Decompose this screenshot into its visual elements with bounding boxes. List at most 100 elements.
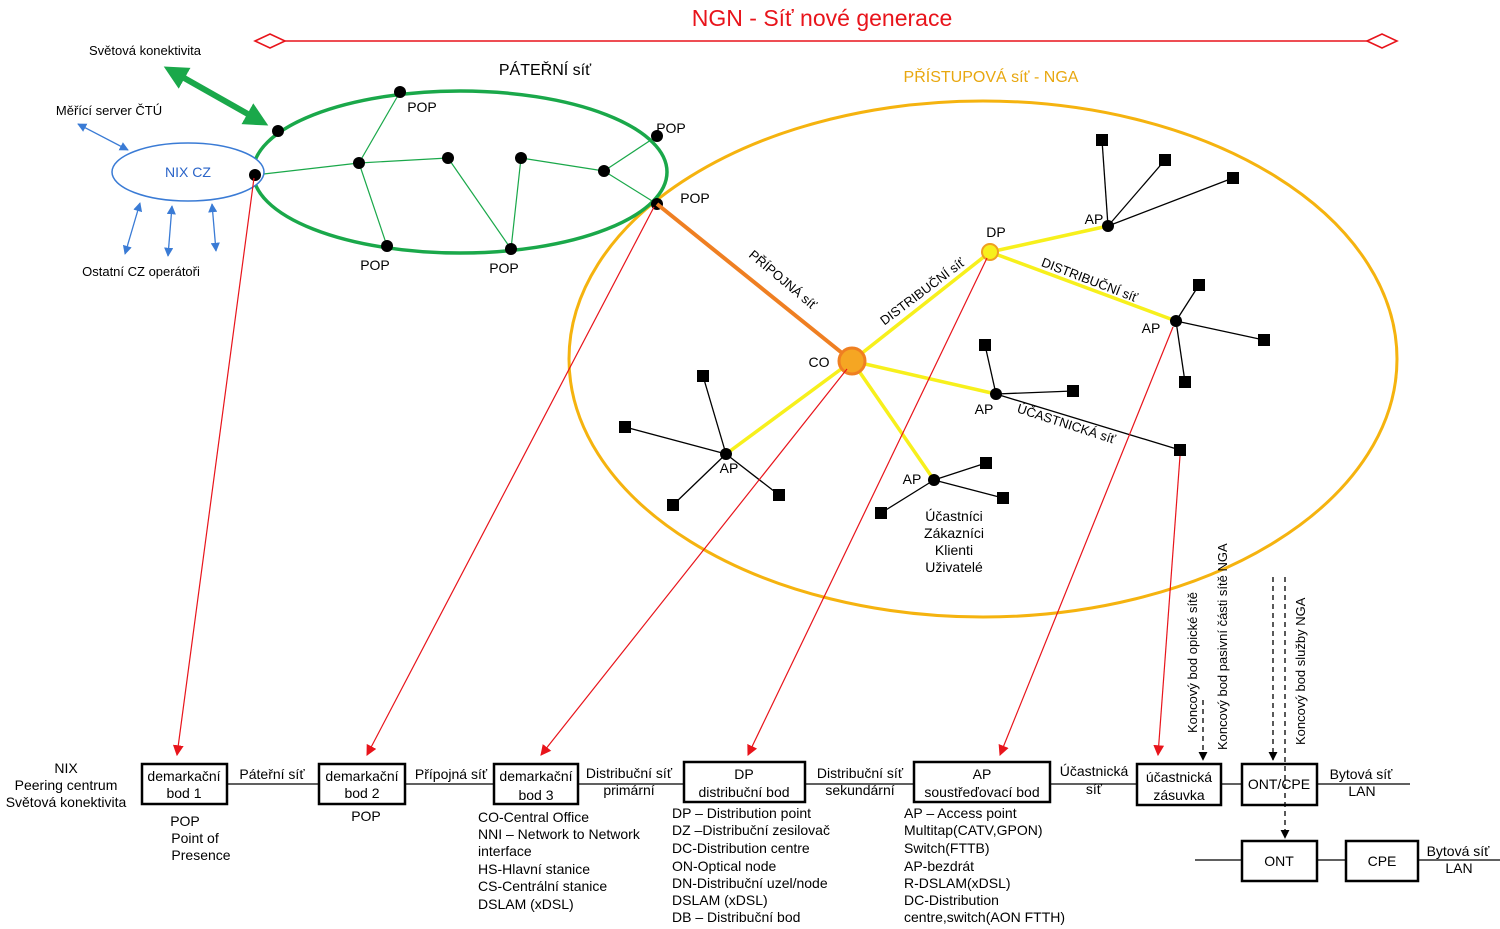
segment-subscriber-label-1: Účastnická xyxy=(1060,763,1129,779)
ap-label-2: AP xyxy=(1142,320,1161,336)
desc-b3-line-6: DSLAM (xDSL) xyxy=(478,896,574,912)
distribution-label-2: DISTRIBUČNÍ síť xyxy=(1039,255,1139,305)
distribution-lines xyxy=(724,224,1177,481)
desc-b1-line-2: Point of xyxy=(171,830,219,846)
backbone-node-core-2 xyxy=(442,152,454,164)
desc-b3: CO-Central Office NNI – Network to Netwo… xyxy=(478,809,641,912)
subscriber-socket-line-2: zásuvka xyxy=(1153,787,1205,803)
desc-dp-line-7: DB – Distribuční bod xyxy=(672,909,800,925)
ap-label-1: AP xyxy=(1085,211,1104,227)
demarcation-box-2 xyxy=(317,762,407,806)
backbone-node-world xyxy=(272,125,284,137)
nix-cz-ellipse xyxy=(111,142,265,202)
desc-b3-line-5: CS-Centrální stanice xyxy=(478,878,607,894)
desc-dp-line-4: ON-Optical node xyxy=(672,858,776,874)
desc-dp-line-2: DZ –Distribuční zesilovač xyxy=(672,822,830,838)
backbone-node-core-3 xyxy=(515,152,527,164)
segment-primary-label-2: primární xyxy=(603,782,654,798)
world-connectivity-arrow xyxy=(163,66,269,126)
demarcation-box-2-line-2: bod 2 xyxy=(344,785,379,801)
desc-b3-line-2: NNI – Network to Network xyxy=(478,826,641,842)
ap-box-line-2: soustřeďovací bod xyxy=(924,784,1039,800)
demarcation-box-1-line-2: bod 1 xyxy=(166,785,201,801)
desc-b2-line-1: POP xyxy=(351,808,381,824)
demarcation-box-3-line-1: demarkační xyxy=(499,768,572,784)
desc-ap-line-4: AP-bezdrát xyxy=(904,858,974,874)
pop-label-right: POP xyxy=(656,120,686,136)
cpe-box xyxy=(1344,839,1420,883)
operator-arrow-2 xyxy=(164,205,176,257)
demarcation-box-3-line-2: bod 3 xyxy=(518,787,553,803)
desc-dp-line-1: DP – Distribution point xyxy=(672,805,811,821)
backbone-node-pop-bottom-2 xyxy=(505,243,517,255)
feeder-network-line xyxy=(655,202,854,363)
feeder-network-label: PŘÍPOJNÁ síť xyxy=(746,247,820,312)
users-line-2: Zákazníci xyxy=(924,525,984,541)
backbone-label: PÁTEŘNÍ síť xyxy=(499,60,592,79)
vertical-label-optical-end: Koncový bod opické sítě xyxy=(1185,592,1200,733)
backbone-links xyxy=(254,91,658,250)
desc-b3-line-4: HS-Hlavní stanice xyxy=(478,861,590,877)
ont-cpe-label: ONT/CPE xyxy=(1248,776,1310,792)
desc-dp-line-3: DC-Distribution centre xyxy=(672,840,810,856)
subscriber-socket-line-1: účastnická xyxy=(1146,769,1212,785)
backbone-node-pop-right xyxy=(651,130,663,142)
segment-backbone-label: Páteřní síť xyxy=(239,766,305,782)
desc-dp-line-6: DSLAM (xDSL) xyxy=(672,892,768,908)
segment-lan-label-1: Bytová síť xyxy=(1330,766,1394,782)
customer-squares xyxy=(619,134,1270,519)
segment-secondary-label-2: sekundární xyxy=(825,782,894,798)
backbone-node-core-4 xyxy=(598,165,610,177)
dp-box xyxy=(682,760,807,804)
desc-ap: AP – Access point Multitap(CATV,GPON) Sw… xyxy=(904,805,1065,925)
vertical-label-service-end: Koncový bod služby NGA xyxy=(1293,597,1308,745)
backbone-node-core-1 xyxy=(353,157,365,169)
ap-box-line-1: AP xyxy=(973,766,992,782)
ap-label-4: AP xyxy=(720,460,739,476)
segment-lan2-label-1: Bytová síť xyxy=(1427,843,1491,859)
desc-ap-line-1: AP – Access point xyxy=(904,805,1017,821)
operator-arrow-1 xyxy=(122,202,143,255)
other-operators-label: Ostatní CZ operátoři xyxy=(82,264,200,279)
dp-box-line-2: distribuční bod xyxy=(698,784,789,800)
nix-left-label-3: Světová konektivita xyxy=(6,794,127,810)
desc-dp-line-5: DN-Distribuční uzel/node xyxy=(672,875,828,891)
desc-b1-line-3: Presence xyxy=(171,847,230,863)
co-node xyxy=(837,346,867,376)
backbone-node-pop-bottom-1 xyxy=(381,240,393,252)
segment-primary-label-1: Distribuční síť xyxy=(586,765,673,781)
demarcation-box-1-line-1: demarkační xyxy=(147,768,220,784)
diagram-title: NGN - Síť nové generace xyxy=(692,5,952,31)
pop-label-co: POP xyxy=(680,190,710,206)
subscriber-socket-box xyxy=(1135,762,1223,807)
dp-box-line-1: DP xyxy=(734,766,753,782)
users-line-3: Klienti xyxy=(935,542,973,558)
world-connectivity-label: Světová konektivita xyxy=(89,43,202,58)
access-network-label: PŘÍSTUPOVÁ síť - NGA xyxy=(904,67,1079,86)
backbone-node-nix xyxy=(249,169,261,181)
ont-label: ONT xyxy=(1264,853,1294,869)
pop-label-top: POP xyxy=(407,99,437,115)
co-label: CO xyxy=(809,354,830,370)
ap-nodes xyxy=(720,220,1182,486)
nix-cz-label: NIX CZ xyxy=(165,164,211,180)
desc-ap-line-5: R-DSLAM(xDSL) xyxy=(904,875,1011,891)
segment-lan2-label-2: LAN xyxy=(1445,860,1472,876)
dp-label: DP xyxy=(986,224,1005,240)
meter-server-label: Měřící server ČTÚ xyxy=(56,103,162,118)
mapping-arrows xyxy=(172,177,1181,757)
operator-arrow-3 xyxy=(208,203,220,252)
ap-label-3: AP xyxy=(975,401,994,417)
ont-box xyxy=(1240,839,1319,883)
nix-left-label-1: NIX xyxy=(54,760,78,776)
ont-cpe-box xyxy=(1240,762,1319,807)
ap-label-5: AP xyxy=(903,471,922,487)
desc-ap-line-2: Multitap(CATV,GPON) xyxy=(904,822,1042,838)
desc-ap-line-6: DC-Distribution xyxy=(904,892,999,908)
nix-left-label-2: Peering centrum xyxy=(15,777,118,793)
subscriber-lines xyxy=(624,139,1265,514)
desc-b3-line-1: CO-Central Office xyxy=(478,809,589,825)
pop-label-bottom-1: POP xyxy=(360,257,390,273)
desc-ap-line-7: centre,switch(AON FTTH) xyxy=(904,909,1065,925)
